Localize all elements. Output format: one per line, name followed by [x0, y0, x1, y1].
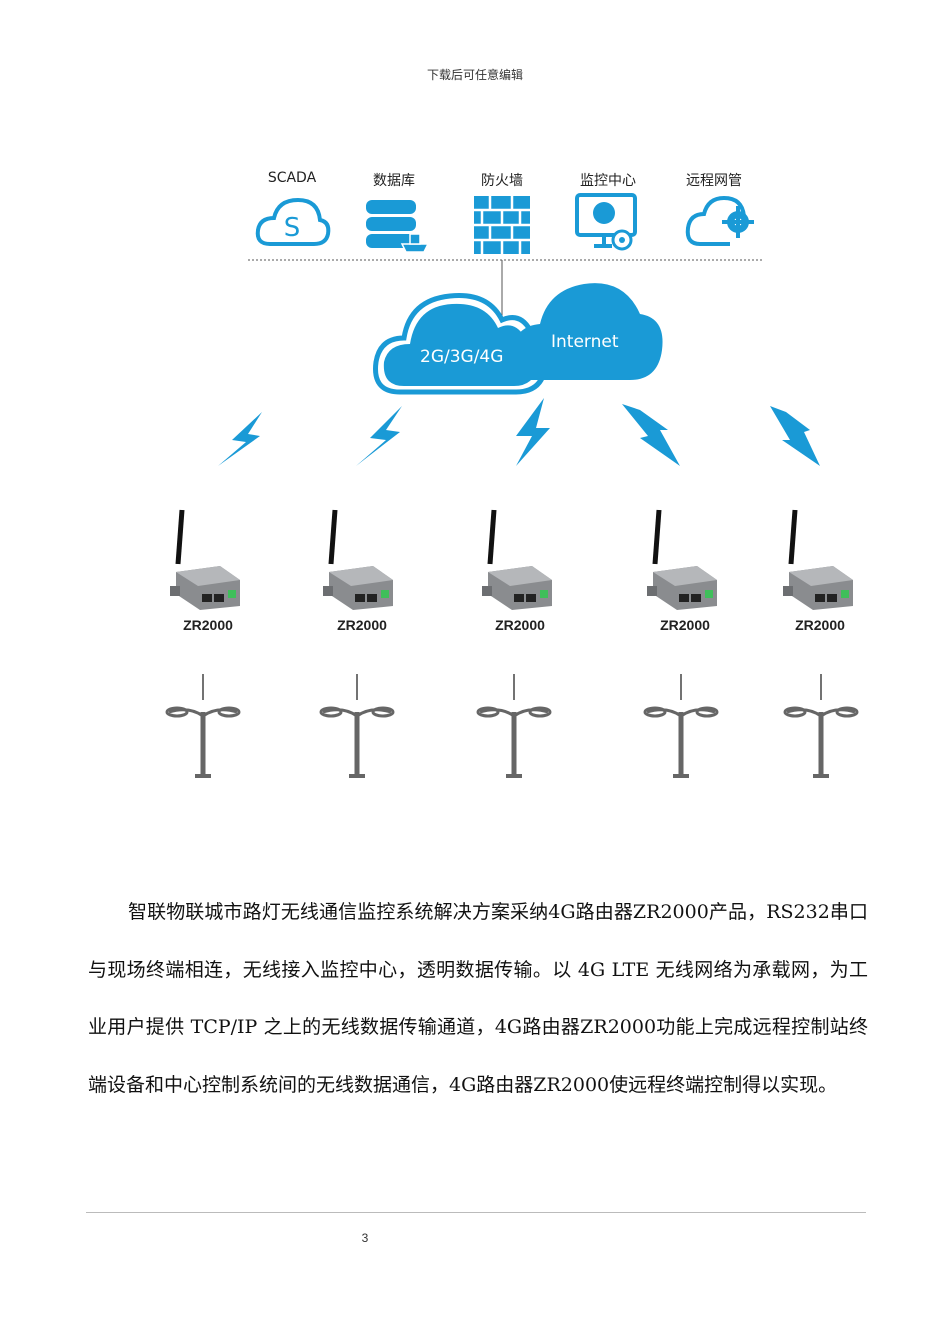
- device-label-4: ZR2000: [660, 617, 710, 633]
- router-device: [482, 509, 552, 610]
- lightning-icon: [770, 406, 820, 466]
- router-device: [323, 509, 393, 610]
- lightning-icon: [218, 412, 262, 466]
- monitor-center-icon: [575, 193, 637, 251]
- label-scada: SCADA: [267, 170, 317, 186]
- lightning-icon: [516, 398, 550, 466]
- scada-cloud-icon: S: [255, 197, 331, 246]
- router-device: [783, 509, 853, 610]
- router-device: [647, 509, 717, 610]
- internet-cloud: [511, 283, 663, 380]
- header-note: 下载后可任意编辑: [426, 68, 523, 82]
- device-label-1: ZR2000: [183, 617, 233, 633]
- firewall-icon: [474, 196, 530, 254]
- label-firewall: 防火墙: [481, 173, 523, 189]
- body-text: 智联物联城市路灯无线通信监控系统解决方案采纳4G路由器ZR2000产品，RS23…: [88, 901, 868, 1096]
- network-diagram: S: [165, 193, 859, 778]
- street-lamp-icon: [643, 674, 719, 778]
- lightning-icon: [622, 404, 680, 466]
- remote-management-icon: [685, 195, 754, 246]
- mobile-network-cloud: [373, 293, 549, 395]
- body-paragraph: 智联物联城市路灯无线通信监控系统解决方案采纳4G路由器ZR2000产品，RS23…: [88, 884, 868, 1114]
- lightning-icon: [356, 406, 402, 466]
- street-lamp-icon: [783, 674, 859, 778]
- router-device: [170, 509, 240, 610]
- street-lamp-icon: [476, 674, 552, 778]
- page-number: 3: [361, 1231, 369, 1245]
- mobile-network-label: 2G/3G/4G: [420, 347, 504, 367]
- device-label-3: ZR2000: [495, 617, 545, 633]
- device-label-5: ZR2000: [795, 617, 845, 633]
- label-database: 数据库: [373, 173, 415, 189]
- svg-text:S: S: [284, 213, 301, 243]
- database-icon: [366, 200, 430, 253]
- internet-label: Internet: [551, 332, 619, 352]
- footer-rule: [86, 1212, 866, 1213]
- device-label-2: ZR2000: [337, 617, 387, 633]
- street-lamp-icon: [165, 674, 241, 778]
- label-remote-management: 远程网管: [686, 173, 742, 189]
- label-monitor-center: 监控中心: [580, 173, 636, 189]
- street-lamp-icon: [319, 674, 395, 778]
- lightning-bolts: [218, 398, 820, 466]
